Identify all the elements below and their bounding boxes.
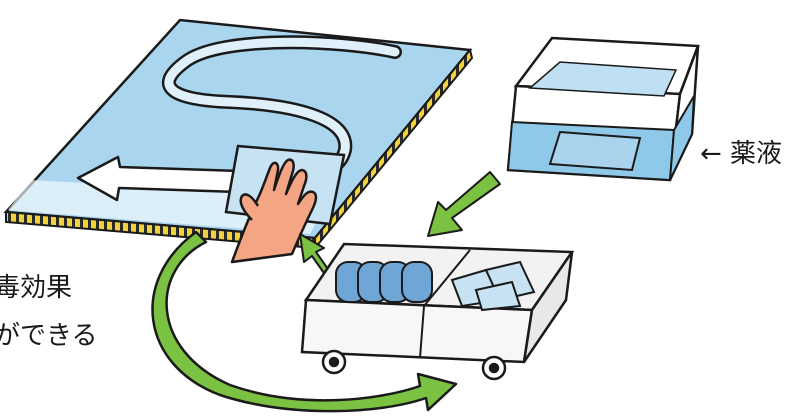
effect-label: 毒効果: [0, 272, 72, 304]
rolled-mops: [336, 262, 432, 302]
floor-board: [6, 20, 472, 248]
solution-label: ← 薬液: [700, 138, 782, 170]
mop-cart: [302, 244, 572, 379]
green-arrow-down: [428, 172, 500, 236]
effect-label-line2: ができる: [0, 320, 97, 352]
tub-cloth: [550, 132, 640, 170]
solution-tub: [508, 38, 698, 180]
